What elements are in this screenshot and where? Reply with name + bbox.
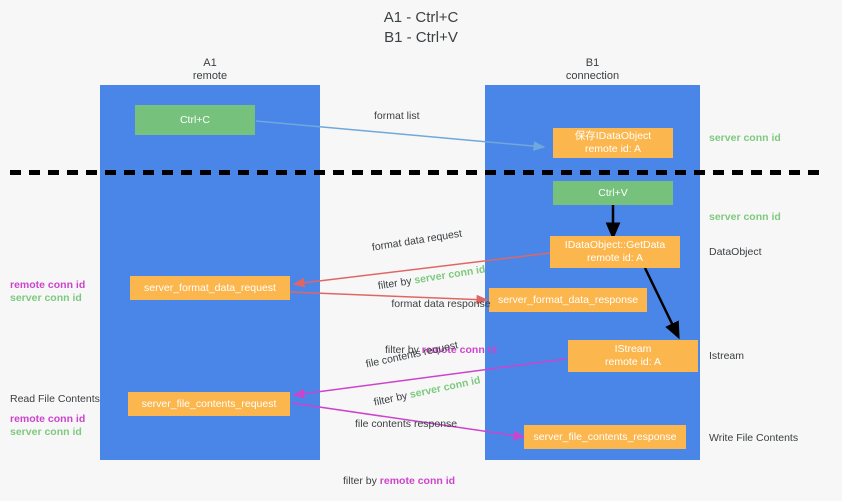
filter-key-server-conn-id: server conn id <box>413 263 487 287</box>
filter-key-remote-conn-id: remote conn id <box>421 344 498 356</box>
label-format-data-request: format data request <box>371 227 463 254</box>
annotation-server-conn-id-1: server conn id <box>10 292 82 304</box>
filter-prefix: filter by <box>384 344 422 356</box>
label-format-data-response-filter: filter by remote conn id <box>361 331 521 357</box>
label-file-contents-response: file contents response <box>355 418 458 430</box>
node-ctrl-c[interactable]: Ctrl+C <box>135 105 255 135</box>
node-server-format-data-request[interactable]: server_format_data_request <box>130 276 290 300</box>
annotation-remote-conn-id-1: remote conn id <box>10 279 86 291</box>
phase-divider <box>10 170 825 175</box>
label-format-data-response: format data response <box>391 298 491 310</box>
annotation-remote-conn-id-2: remote conn id <box>10 413 86 425</box>
label-file-contents-request-filter: filter by server conn id <box>370 362 482 410</box>
column-a1-header: A1 remote <box>192 57 228 82</box>
node-ctrl-v[interactable]: Ctrl+V <box>553 181 673 205</box>
node-server-file-contents-request[interactable]: server_file_contents_request <box>128 392 290 416</box>
annotation-server-conn-id-2: server conn id <box>10 426 82 438</box>
filter-prefix: filter by <box>343 475 380 487</box>
annotation-write-file-contents: Write File Contents <box>709 432 799 444</box>
node-server-file-contents-response[interactable]: server_file_contents_response <box>524 425 686 449</box>
node-save-idataobject[interactable]: 保存IDataObject remote id: A <box>553 128 673 158</box>
node-istream[interactable]: IStream remote id: A <box>568 340 698 372</box>
annotation-server-conn-id-top: server conn id <box>709 132 781 144</box>
filter-key-server-conn-id: server conn id <box>408 374 482 401</box>
annotation-dataobject: DataObject <box>709 246 762 258</box>
column-b1-header: B1 connection <box>565 57 620 82</box>
filter-key-remote-conn-id: remote conn id <box>379 475 456 487</box>
annotation-read-file-contents: Read File Contents <box>10 393 100 405</box>
diagram-canvas: A1 - Ctrl+C B1 - Ctrl+V A1 remote B1 con… <box>10 9 825 488</box>
node-server-format-data-response[interactable]: server_format_data_response <box>489 288 647 312</box>
annotation-server-conn-id-mid: server conn id <box>709 211 781 223</box>
label-file-contents-response-filter: filter by remote conn id <box>343 462 457 488</box>
diagram-title: A1 - Ctrl+C B1 - Ctrl+V <box>383 9 459 46</box>
label-format-list: format list <box>374 110 420 122</box>
node-idataobject-getdata[interactable]: IDataObject::GetData remote id: A <box>550 236 680 268</box>
annotation-istream: Istream <box>709 350 745 362</box>
